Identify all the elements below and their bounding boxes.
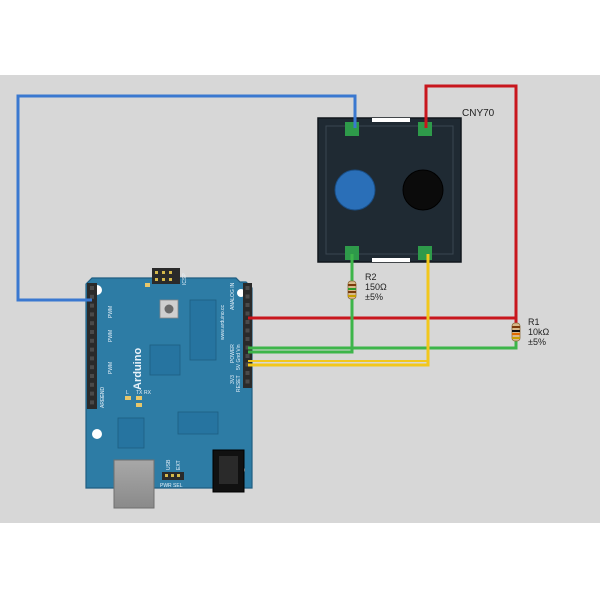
icsp-label: ICSP (182, 273, 188, 285)
header-pins-right (245, 286, 250, 384)
r1-value: 10kΩ (528, 327, 550, 337)
header-pin[interactable] (245, 345, 250, 350)
digital-pins (90, 286, 94, 405)
usb-connector[interactable] (113, 459, 155, 509)
header-pin[interactable] (90, 382, 94, 387)
pwm-label-3: PWM (108, 362, 114, 374)
arduino-board[interactable]: Arduino www.arduino.cc ICSP PWM PWM PWM … (85, 268, 253, 509)
r1-tolerance: ±5% (528, 337, 546, 347)
jumper-pin (171, 474, 174, 477)
header-pin[interactable] (90, 303, 94, 308)
header-pin[interactable] (245, 337, 250, 341)
jumper-pin (177, 474, 180, 477)
header-pin[interactable] (90, 286, 94, 290)
capacitor-block (177, 411, 219, 435)
cny70-sensor[interactable] (317, 117, 462, 263)
board-logo: Arduino (132, 348, 144, 390)
microcontroller-chip (189, 299, 217, 361)
header-pin[interactable] (245, 303, 250, 307)
reset-label: RESET (236, 375, 242, 392)
sensor-notch-top (372, 118, 410, 122)
icsp-header[interactable] (152, 268, 180, 284)
jumper-pin (165, 474, 168, 477)
r2-value: 150Ω (365, 282, 387, 292)
icsp-pins (155, 271, 172, 281)
band (348, 288, 356, 290)
header-pin[interactable] (90, 312, 94, 317)
ir-emitter (334, 169, 376, 211)
tx-label: TX (136, 390, 143, 396)
rx-label: RX (144, 390, 152, 396)
header-pin[interactable] (90, 294, 94, 299)
header-pin[interactable] (245, 328, 250, 333)
sensor-pin-emitter[interactable] (418, 246, 432, 260)
gnd-label: GND (100, 387, 106, 399)
header-pin[interactable] (90, 321, 94, 326)
sensor-label: CNY70 (462, 108, 495, 119)
band (512, 337, 520, 339)
header-pin[interactable] (245, 362, 250, 367)
sensor-pin-cathode[interactable] (345, 246, 359, 260)
header-pin[interactable] (245, 379, 250, 384)
header-pin[interactable] (90, 400, 94, 405)
header-pin[interactable] (245, 371, 250, 375)
r2-ref: R2 (365, 272, 377, 282)
mounting-hole (92, 429, 102, 439)
header-pin[interactable] (90, 356, 94, 361)
resistor-r2[interactable] (347, 280, 357, 300)
header-pin[interactable] (245, 311, 250, 316)
sensor-pin-anode[interactable] (345, 122, 359, 136)
sensor-pin-collector[interactable] (418, 122, 432, 136)
wire-green-r1[interactable] (248, 340, 518, 350)
sensor-notch-bottom (372, 258, 410, 262)
pwr-sel-label: PWR SEL (160, 483, 183, 489)
led-pwr (145, 283, 150, 287)
analog-power-header[interactable] (243, 283, 252, 388)
wire-green-r2[interactable] (248, 254, 354, 354)
header-pin[interactable] (90, 338, 94, 343)
pwm-label-2: PWM (108, 330, 114, 342)
ext-label: EXT (176, 460, 182, 470)
header-pin[interactable] (90, 374, 94, 378)
led-rx (136, 403, 142, 407)
l-label: L (126, 390, 129, 396)
phototransistor (402, 169, 444, 211)
wire-blue[interactable] (16, 94, 357, 302)
band (348, 295, 356, 297)
power-label: POWER (230, 344, 236, 363)
band (512, 326, 520, 328)
header-pin[interactable] (90, 365, 94, 370)
aref-label: AREF (100, 395, 106, 408)
power-jack-inner (219, 456, 238, 484)
pwm-label: PWM (108, 306, 114, 318)
band (512, 333, 520, 335)
wire-red-top[interactable] (424, 84, 518, 323)
band (348, 284, 356, 286)
band (512, 330, 520, 332)
analog-in-label: ANALOG IN (230, 282, 236, 310)
led-l (125, 396, 131, 400)
digital-header[interactable] (87, 283, 97, 409)
usb-chip (149, 344, 181, 376)
usb-label: USB (166, 459, 172, 470)
wire-yellow[interactable] (248, 254, 430, 367)
header-pin[interactable] (245, 354, 250, 358)
power-pins-label: 5V Gnd Vin (236, 344, 242, 370)
led-tx (136, 396, 142, 400)
header-pin[interactable] (90, 391, 94, 396)
reset-button-cap (164, 304, 174, 314)
board-url: www.arduino.cc (220, 304, 226, 340)
resistor-r1[interactable] (511, 322, 521, 342)
header-pin[interactable] (90, 347, 94, 352)
header-pin[interactable] (245, 286, 250, 290)
r1-ref: R1 (528, 317, 540, 327)
header-pin[interactable] (245, 320, 250, 324)
r2-tolerance: ±5% (365, 292, 383, 302)
band (348, 291, 356, 293)
header-pin[interactable] (245, 294, 250, 299)
header-pin[interactable] (90, 330, 94, 334)
regulator (117, 417, 145, 449)
v33-label: 3V3 (230, 375, 236, 384)
